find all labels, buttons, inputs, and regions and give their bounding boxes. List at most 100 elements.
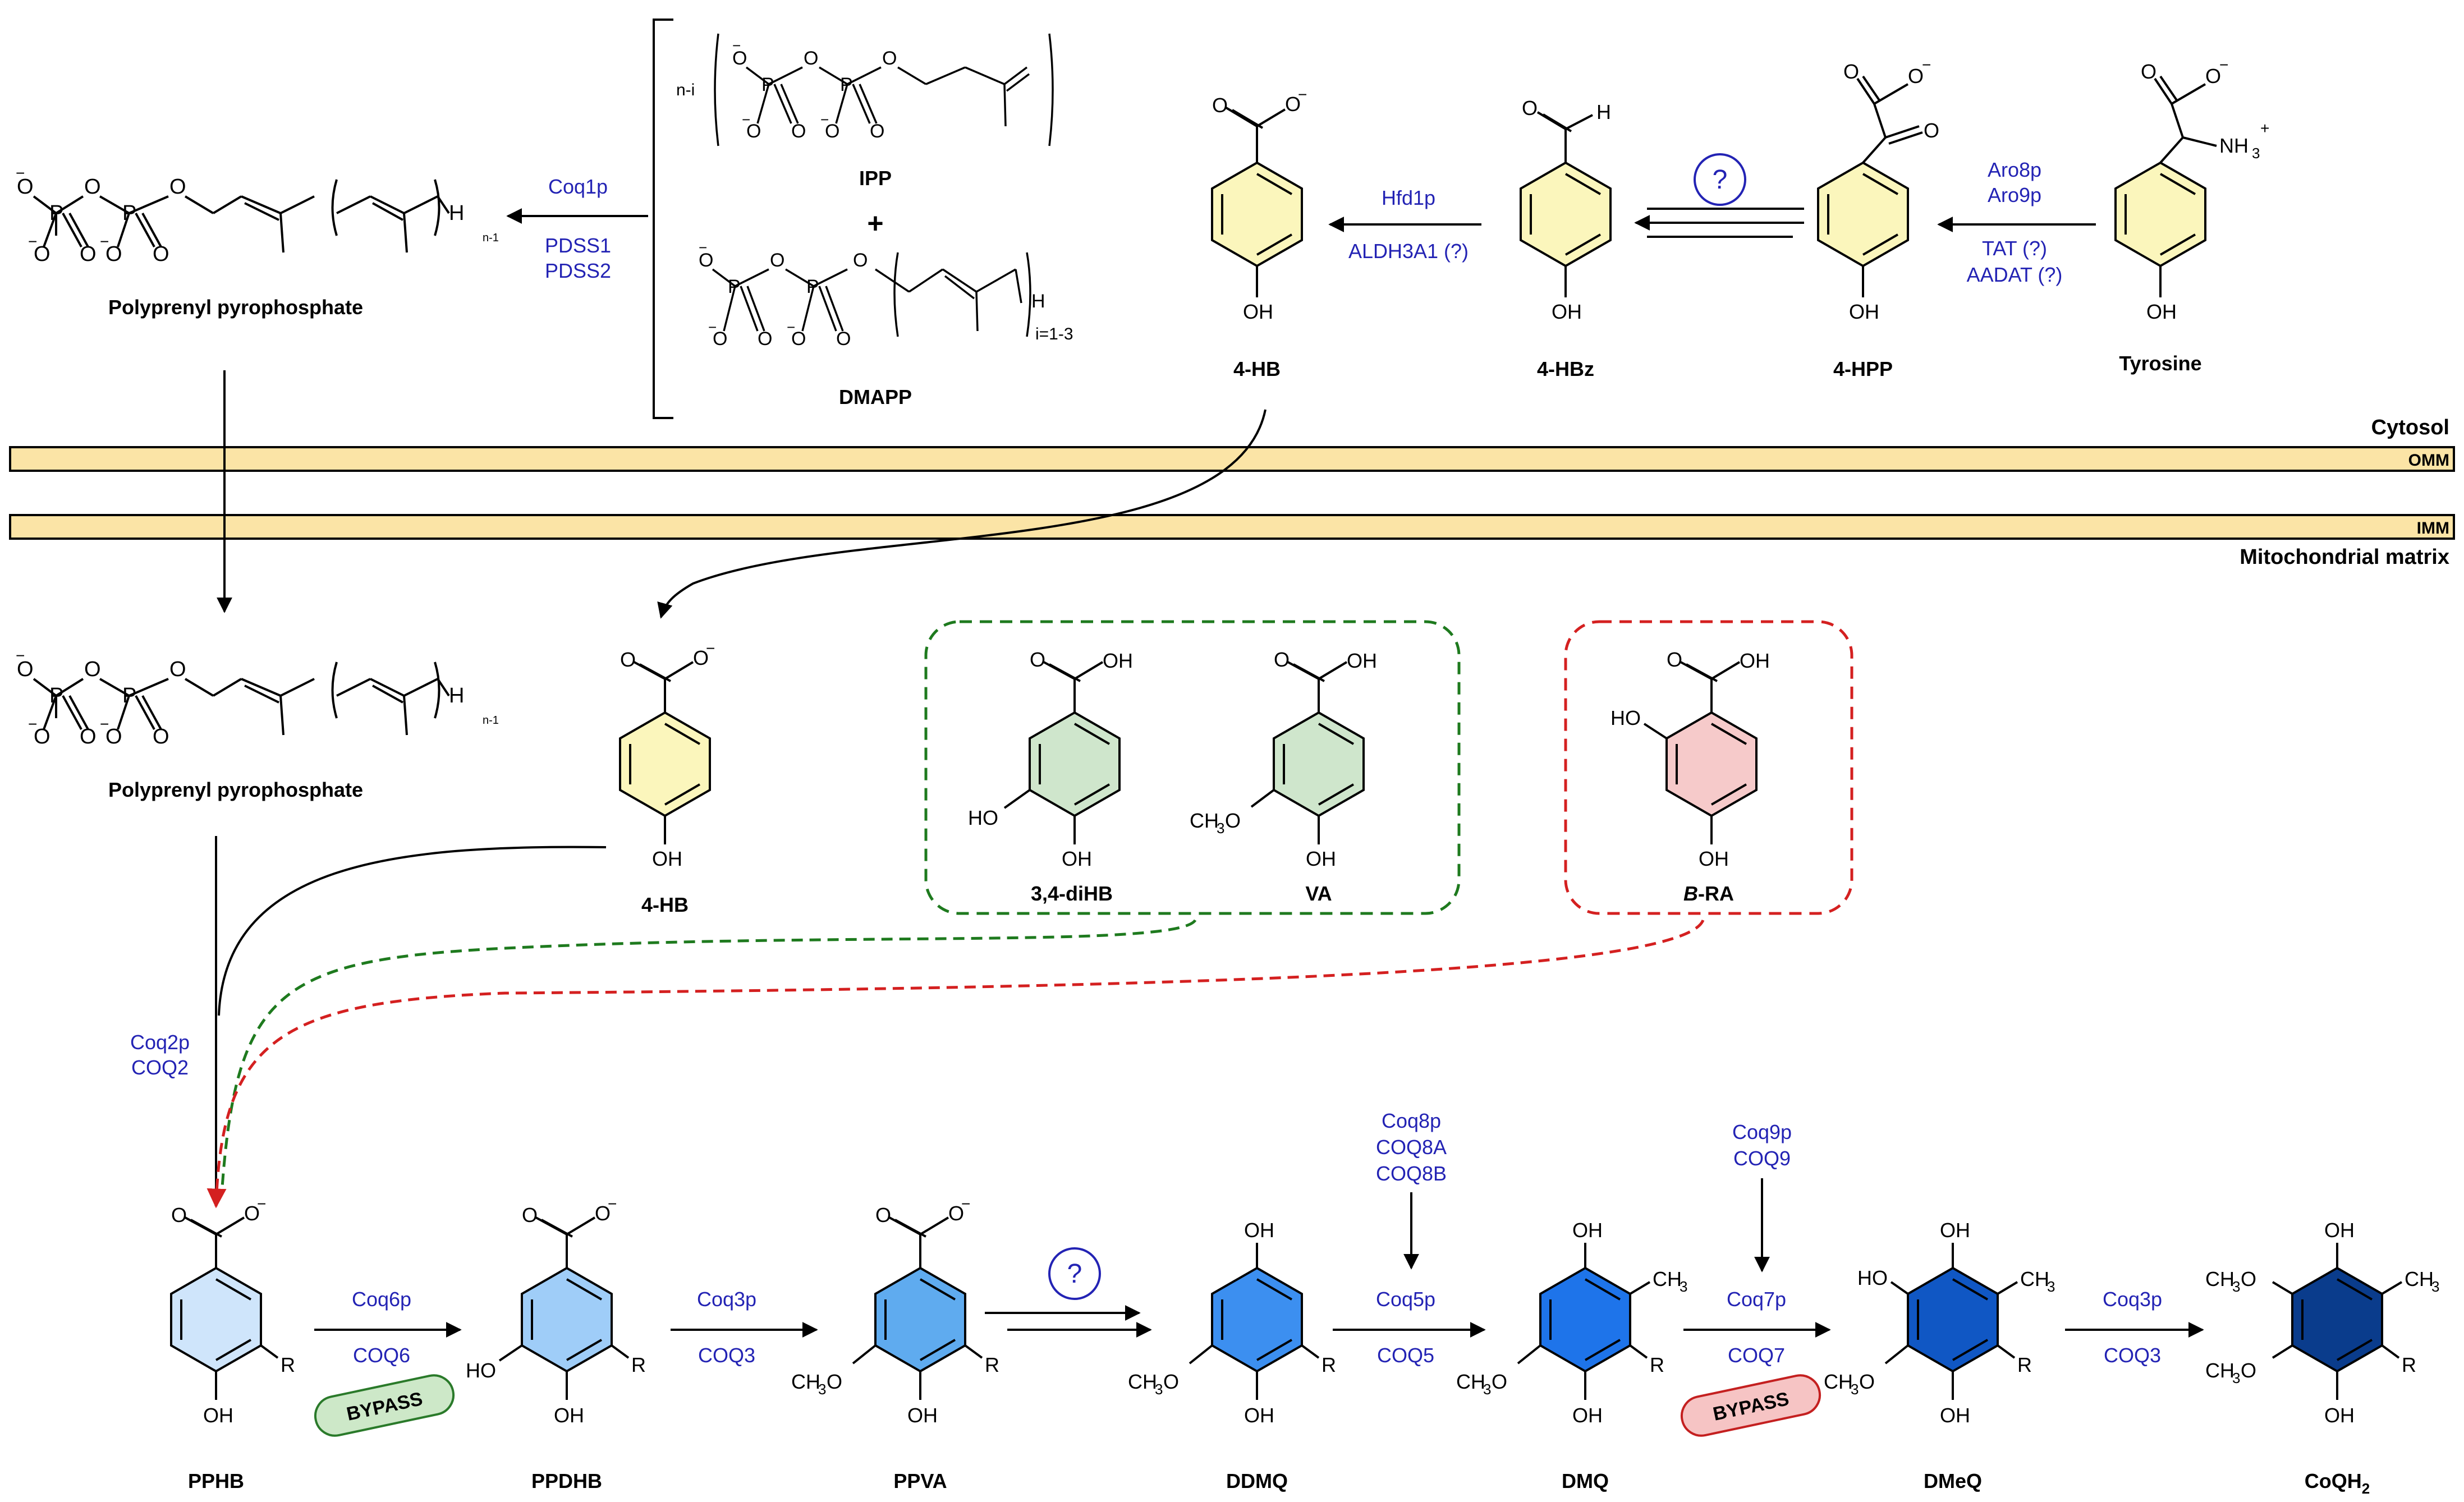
svg-text:R: R (1322, 1353, 1336, 1376)
svg-text:OH: OH (652, 847, 682, 870)
coq2-enzymes: Coq2p COQ2 (130, 1031, 190, 1079)
svg-text:O: O (620, 648, 636, 671)
unknown-marker-top (1694, 153, 1746, 206)
svg-text:O: O (153, 242, 169, 266)
svg-text:3: 3 (1483, 1381, 1491, 1398)
svg-text:OH: OH (1740, 649, 1770, 672)
hb-top-label: 4-HB (1233, 357, 1281, 380)
svg-text:O: O (153, 725, 169, 748)
svg-text:O: O (2241, 1359, 2256, 1382)
coq3-enzymes-1: Coq3p COQ3 (697, 1288, 756, 1367)
svg-text:3: 3 (1680, 1278, 1687, 1295)
imm-label: IMM (2417, 519, 2449, 538)
bra-label: B-RA (1683, 882, 1734, 905)
svg-text:O: O (882, 48, 897, 69)
hbz-label: 4-HBz (1537, 357, 1594, 380)
bypass-green-badge: BYPASS (314, 1374, 455, 1437)
svg-text:O: O (1285, 93, 1301, 116)
svg-text:O: O (171, 1204, 187, 1227)
svg-text:COQ7: COQ7 (1728, 1344, 1785, 1367)
svg-text:COQ9: COQ9 (1733, 1147, 1791, 1170)
ppva-label: PPVA (893, 1469, 947, 1492)
svg-text:O: O (80, 725, 97, 748)
svg-text:O: O (2241, 1267, 2256, 1290)
svg-text:O: O (1859, 1370, 1875, 1393)
ppdhb-structure: O O− R HO OH (466, 1195, 646, 1427)
svg-text:O: O (1908, 65, 1924, 88)
svg-text:O: O (827, 1370, 842, 1393)
svg-text:P: P (728, 276, 741, 297)
svg-text:3: 3 (818, 1381, 826, 1398)
polyprenyl-pp-top-label: Polyprenyl pyrophosphate (108, 296, 363, 319)
svg-text:R: R (985, 1353, 999, 1376)
svg-text:Coq1p: Coq1p (548, 175, 608, 198)
svg-text:3: 3 (2431, 1278, 2439, 1295)
polyprenyl-pp-matrix-atoms: O− P O− O O P O− O O H n-1 (16, 647, 499, 748)
svg-text:COQ8B: COQ8B (1376, 1162, 1447, 1185)
svg-text:O: O (1522, 97, 1538, 120)
svg-text:?: ? (1713, 165, 1728, 195)
svg-text:OH: OH (1572, 1219, 1603, 1242)
svg-text:OH: OH (1103, 649, 1133, 672)
svg-text:Coq3p: Coq3p (697, 1288, 756, 1311)
svg-text:P: P (49, 684, 63, 708)
svg-text:H: H (449, 201, 464, 225)
svg-text:OH: OH (2324, 1404, 2355, 1427)
svg-text:PDSS1: PDSS1 (545, 234, 611, 257)
svg-text:O: O (244, 1202, 260, 1225)
svg-text:O: O (84, 658, 101, 681)
svg-text:−: − (608, 1195, 617, 1212)
svg-text:3: 3 (2232, 1370, 2240, 1386)
svg-text:CH: CH (1128, 1370, 1157, 1393)
hpp-structure: O O− O OH (1817, 56, 1939, 323)
svg-text:−: − (820, 111, 829, 128)
hb-matrix-label: 4-HB (641, 893, 689, 916)
svg-text:CH: CH (1824, 1370, 1853, 1393)
svg-text:3: 3 (1217, 820, 1224, 837)
svg-text:O: O (2141, 60, 2156, 83)
svg-text:O: O (105, 725, 122, 748)
svg-text:O: O (595, 1202, 611, 1225)
svg-text:COQ6: COQ6 (353, 1344, 410, 1367)
svg-text:−: − (699, 239, 707, 256)
ddmq-label: DDMQ (1226, 1469, 1288, 1492)
svg-text:Coq9p: Coq9p (1732, 1120, 1792, 1143)
svg-text:O: O (522, 1204, 538, 1227)
svg-text:O: O (1212, 94, 1228, 117)
bypass-red-badge: BYPASS (1680, 1374, 1821, 1437)
svg-text:−: − (16, 647, 25, 664)
svg-text:O: O (17, 658, 34, 681)
svg-text:O: O (758, 328, 772, 350)
svg-text:AADAT (?): AADAT (?) (1967, 263, 2063, 286)
svg-text:OH: OH (1244, 1219, 1274, 1242)
svg-text:O: O (836, 328, 851, 350)
svg-text:Coq3p: Coq3p (2103, 1288, 2162, 1311)
svg-text:P: P (122, 684, 136, 708)
svg-text:H: H (1031, 291, 1045, 312)
svg-text:CH: CH (1653, 1267, 1682, 1290)
dmapp-structure (712, 252, 1031, 337)
svg-text:O: O (169, 658, 186, 681)
svg-text:Coq2p: Coq2p (130, 1031, 190, 1054)
svg-text:OH: OH (2324, 1219, 2355, 1242)
svg-text:−: − (100, 715, 109, 733)
hb-transport-arrow (657, 409, 1267, 619)
hbz-structure: O H OH (1520, 97, 1612, 323)
svg-text:−: − (28, 233, 37, 250)
hfd1p-enzymes: Hfd1p ALDH3A1 (?) (1348, 186, 1469, 263)
dmeq-label: DMeQ (1924, 1469, 1982, 1492)
svg-text:n-1: n-1 (483, 714, 499, 727)
svg-text:R: R (2402, 1353, 2416, 1376)
svg-text:HO: HO (1610, 706, 1641, 729)
svg-text:O: O (34, 242, 51, 266)
svg-text:O: O (169, 175, 186, 199)
svg-text:−: − (1922, 56, 1931, 74)
svg-text:O: O (791, 121, 806, 142)
bra-structure: O OH HO OH (1610, 648, 1770, 870)
svg-text:−: − (100, 233, 109, 250)
polyprenyl-pp-matrix (33, 662, 450, 736)
